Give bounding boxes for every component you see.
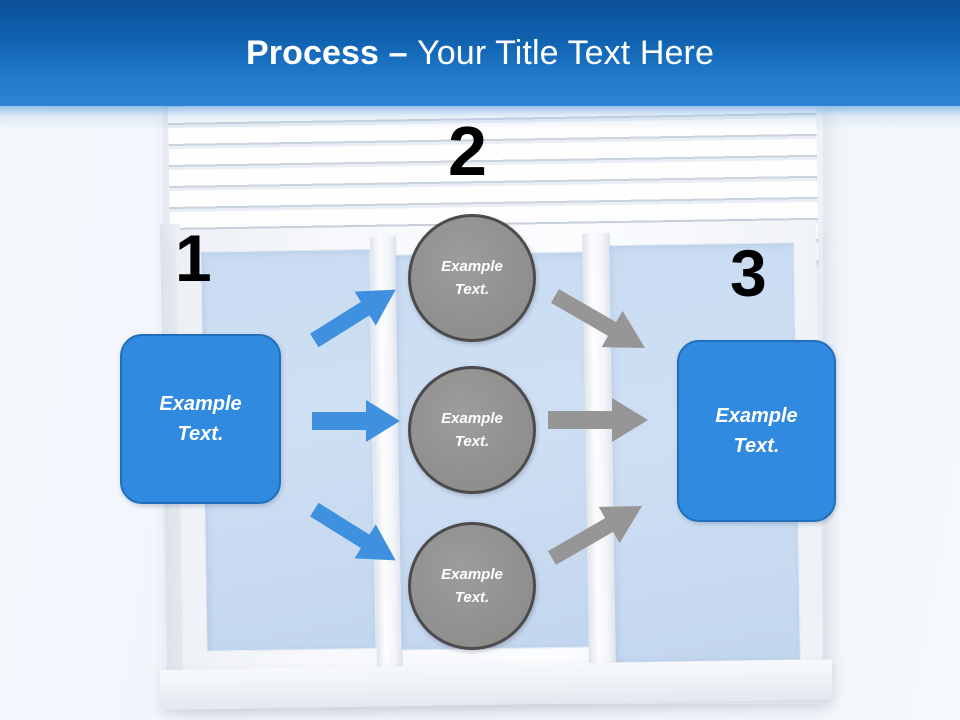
stage2-circle-top-label: Example Text. xyxy=(441,257,503,298)
stage2-circle-bottom-label: Example Text. xyxy=(441,565,503,606)
page-title: Process – Your Title Text Here xyxy=(0,0,960,106)
header-fade-overlay xyxy=(0,104,960,130)
step-number-1: 1 xyxy=(175,221,212,295)
gray-arrow-up-right xyxy=(543,495,651,569)
stage2-circle-middle[interactable]: Example Text. xyxy=(408,366,536,494)
page-title-rest: Your Title Text Here xyxy=(417,34,714,72)
stage1-box-label: Example Text. xyxy=(159,393,242,445)
stage3-box[interactable]: Example Text. xyxy=(677,340,836,522)
header-bar: Process – Your Title Text Here xyxy=(0,0,960,106)
stage2-circle-bottom[interactable]: Example Text. xyxy=(408,522,536,650)
blue-arrow-down-right xyxy=(305,500,405,570)
blue-arrow-right xyxy=(312,398,400,444)
blue-arrow-up-right xyxy=(305,280,405,350)
step-number-2: 2 xyxy=(448,112,487,190)
stage1-box[interactable]: Example Text. xyxy=(120,334,281,504)
gray-arrow-down-right xyxy=(546,285,654,359)
stage2-circle-top[interactable]: Example Text. xyxy=(408,214,536,342)
stage2-circle-middle-label: Example Text. xyxy=(441,409,503,450)
gray-arrow-right xyxy=(548,396,648,444)
stage3-box-label: Example Text. xyxy=(715,405,798,457)
page-title-strong: Process – xyxy=(246,34,418,72)
step-number-3: 3 xyxy=(730,236,767,310)
